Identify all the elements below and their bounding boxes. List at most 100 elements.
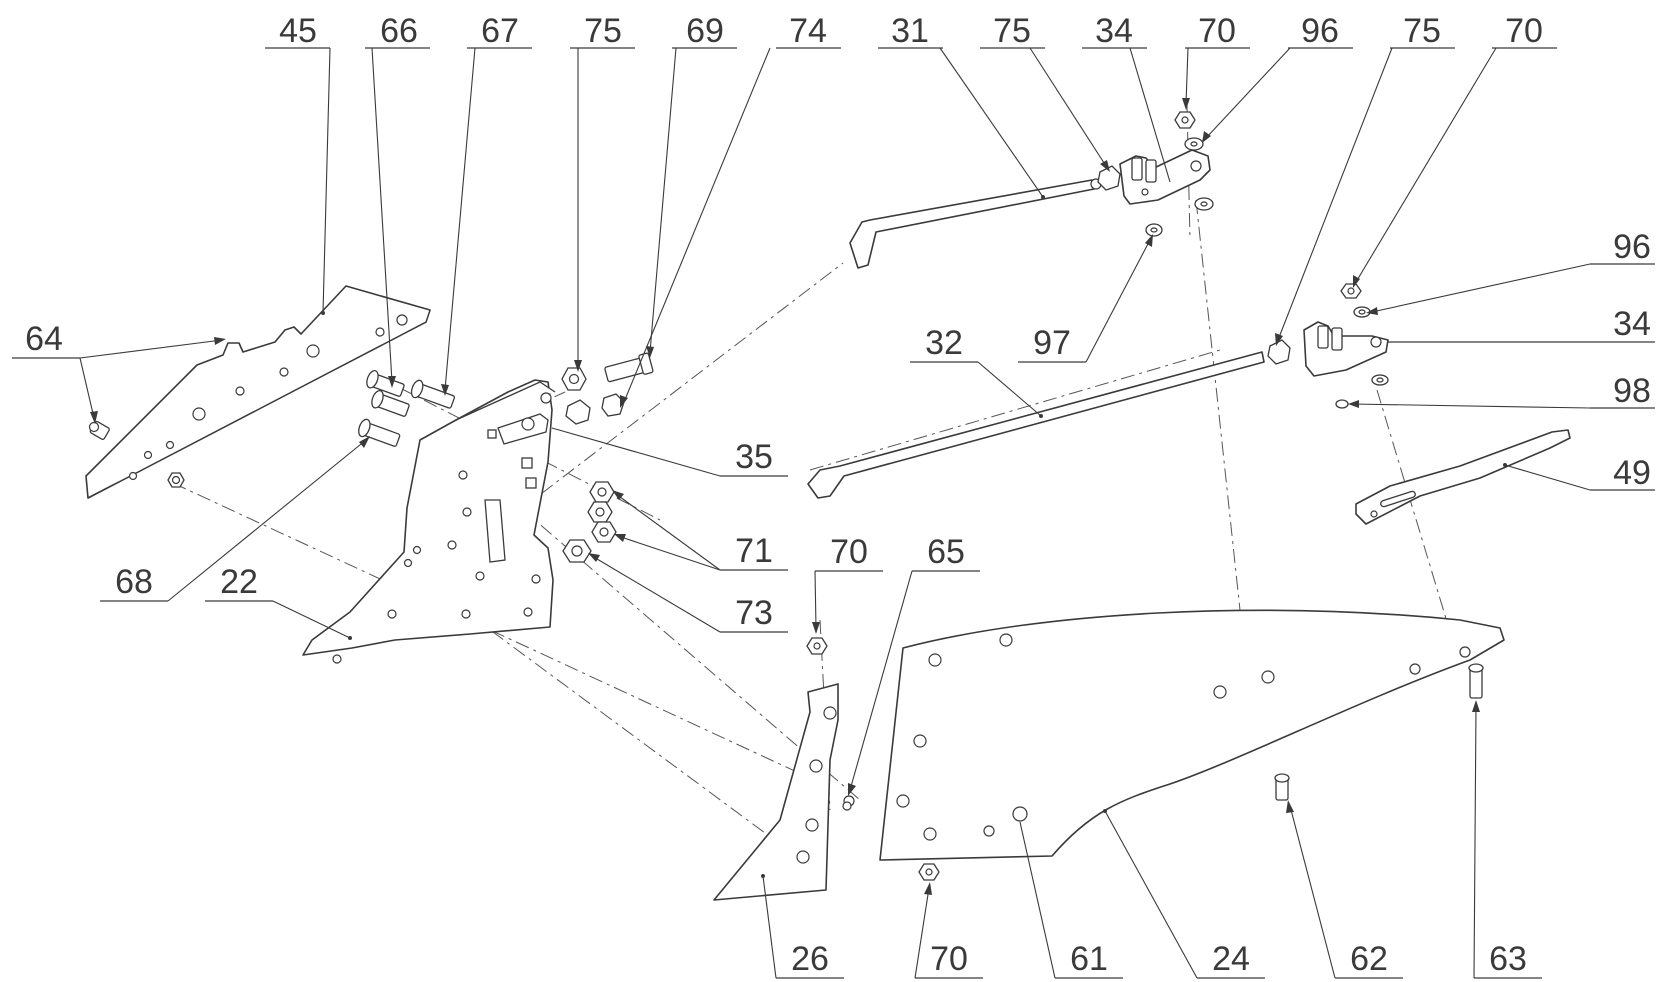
callout-98: 98 — [1348, 372, 1655, 410]
part-96-washer-right — [1353, 306, 1371, 318]
svg-text:96: 96 — [1301, 12, 1339, 50]
callout-70-right: 70 — [1353, 12, 1557, 288]
svg-text:22: 22 — [220, 563, 258, 601]
part-97-washer — [1145, 223, 1163, 237]
callout-45: 45 — [265, 12, 331, 314]
svg-text:68: 68 — [115, 563, 153, 601]
part-96-washer-lower — [1194, 197, 1214, 211]
svg-text:75: 75 — [1403, 12, 1441, 50]
callout-69: 69 — [646, 12, 737, 358]
callout-68: 68 — [100, 436, 370, 602]
part-63-bolt — [1468, 663, 1484, 699]
part-66-bolts — [358, 369, 410, 447]
svg-text:75: 75 — [584, 12, 622, 50]
svg-text:70: 70 — [930, 940, 968, 978]
part-71-nuts — [587, 481, 617, 543]
part-34-bracket-lower — [1303, 321, 1389, 377]
svg-text:31: 31 — [891, 12, 929, 50]
callout-70-left: 70 — [812, 533, 883, 634]
callout-71: 71 — [612, 490, 788, 571]
callout-34-right: 34 — [1388, 305, 1655, 343]
part-67-bolt — [410, 379, 456, 409]
part-74-nut — [565, 393, 625, 425]
svg-text:34: 34 — [1095, 12, 1133, 50]
part-24-mouldboard — [879, 609, 1505, 861]
part-75-nut-lower — [1267, 339, 1291, 365]
svg-text:24: 24 — [1212, 940, 1250, 978]
svg-text:67: 67 — [481, 12, 519, 50]
part-64-bolt — [88, 420, 110, 440]
svg-text:26: 26 — [791, 940, 829, 978]
callout-70-upper: 70 — [1182, 12, 1250, 110]
svg-text:65: 65 — [927, 533, 965, 571]
svg-text:75: 75 — [993, 12, 1031, 50]
callout-64: 64 — [12, 320, 226, 424]
part-96-washer-right-lower — [1371, 374, 1389, 386]
part-70-nut-upper — [1174, 111, 1196, 129]
callout-35: 35 — [551, 427, 788, 477]
svg-text:96: 96 — [1613, 228, 1651, 266]
callout-73: 73 — [588, 553, 788, 633]
callout-26: 26 — [762, 875, 844, 979]
part-96-washer-upper — [1184, 137, 1204, 151]
part-45-side-plate — [85, 285, 431, 499]
callout-70-bottom: 70 — [914, 882, 983, 979]
callout-75-left: 75 — [570, 12, 635, 372]
svg-text:61: 61 — [1070, 940, 1108, 978]
callout-96-right: 96 — [1366, 228, 1655, 315]
part-62-bolt — [1274, 773, 1290, 801]
part-69-bolt — [604, 352, 654, 383]
part-22-frame-plate — [302, 379, 556, 664]
callout-31: 31 — [878, 12, 1044, 198]
part-32-rod — [807, 351, 1265, 499]
callout-74: 74 — [620, 12, 841, 408]
part-65-bolt — [842, 795, 855, 811]
part-98-pin — [1335, 399, 1349, 409]
svg-text:63: 63 — [1489, 940, 1527, 978]
part-49-bar — [1355, 429, 1571, 525]
callout-67: 67 — [441, 12, 532, 396]
svg-text:32: 32 — [925, 324, 963, 362]
callout-24: 24 — [1104, 810, 1265, 979]
svg-text:35: 35 — [735, 438, 773, 476]
callout-61: 61 — [1019, 821, 1123, 979]
svg-text:64: 64 — [25, 320, 63, 358]
callout-34-upper: 34 — [1082, 12, 1171, 183]
callout-75-right: 75 — [1275, 12, 1455, 346]
callout-49: 49 — [1504, 454, 1655, 492]
svg-text:97: 97 — [1033, 324, 1071, 362]
svg-text:62: 62 — [1350, 940, 1388, 978]
part-34-bracket-upper — [1119, 149, 1211, 205]
svg-text:69: 69 — [686, 12, 724, 50]
part-75-nut-top — [561, 367, 587, 391]
part-61-bolt — [983, 825, 995, 837]
part-31-rod — [849, 178, 1102, 269]
svg-text:49: 49 — [1613, 454, 1651, 492]
svg-text:71: 71 — [735, 532, 773, 570]
svg-text:70: 70 — [1198, 12, 1236, 50]
part-73-nut — [562, 539, 592, 563]
callout-32: 32 — [910, 324, 1042, 417]
callouts: 45 66 67 75 69 — [12, 12, 1655, 979]
callout-65: 65 — [848, 533, 980, 796]
svg-text:45: 45 — [279, 12, 317, 50]
svg-text:66: 66 — [380, 12, 418, 50]
part-70-nut-left — [806, 637, 828, 655]
part-68-nut — [167, 472, 185, 488]
part-70-nut-right — [1340, 283, 1362, 299]
svg-text:73: 73 — [735, 594, 773, 632]
callout-22: 22 — [205, 563, 351, 639]
part-75-nut-upper — [1097, 165, 1121, 191]
callout-63: 63 — [1472, 700, 1542, 979]
callout-75-upper: 75 — [980, 12, 1110, 172]
svg-text:98: 98 — [1613, 372, 1651, 410]
svg-text:34: 34 — [1613, 305, 1651, 343]
part-26-share — [713, 683, 839, 901]
callout-62: 62 — [1286, 800, 1403, 979]
callout-96-upper: 96 — [1202, 12, 1353, 143]
callout-66: 66 — [365, 12, 430, 388]
part-70-nut-bottom — [918, 863, 940, 881]
callout-97: 97 — [1018, 234, 1153, 363]
svg-text:70: 70 — [830, 533, 868, 571]
